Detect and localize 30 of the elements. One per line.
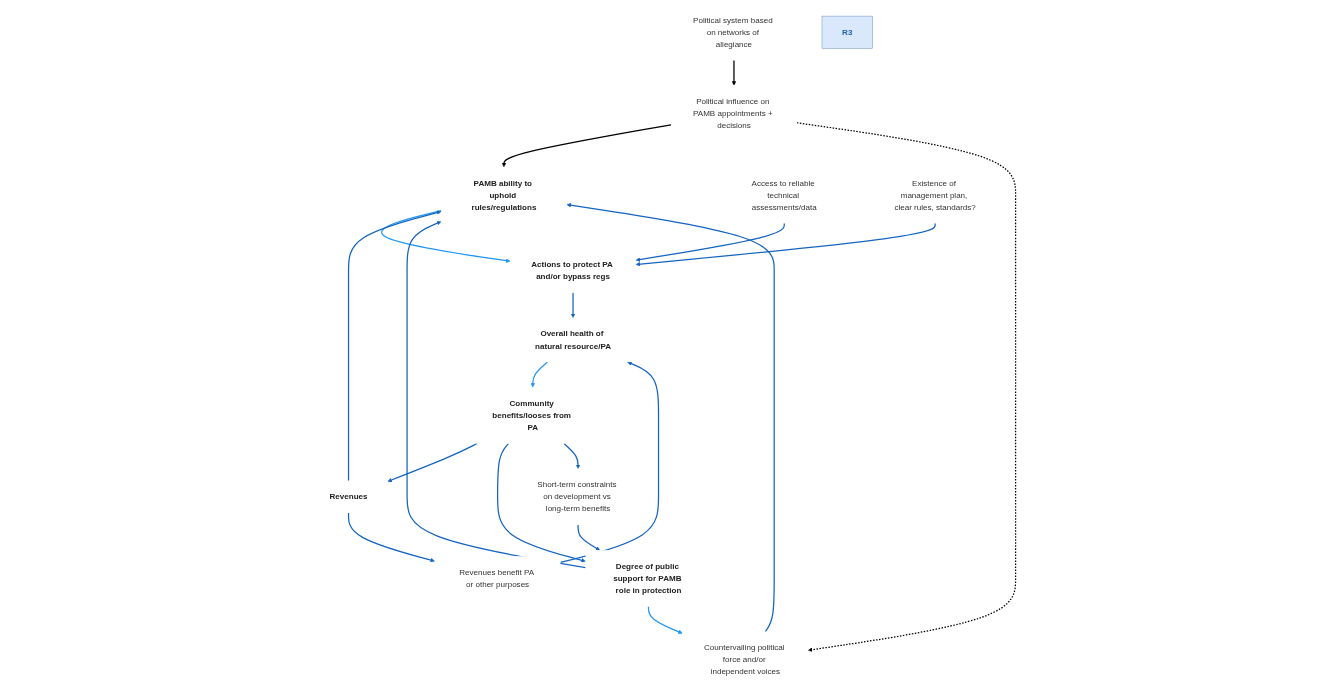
arrow	[731, 59, 737, 86]
node-text: Actions to protect PA and/or bypass regs	[531, 260, 613, 281]
arrow	[635, 222, 936, 267]
node-text: Revenues	[329, 492, 368, 501]
arrow	[570, 292, 576, 319]
node-text: Political system based on networks of allegiance	[693, 15, 773, 49]
node-text: Short-term constraints on development vs long-term benefits	[537, 480, 617, 513]
arrow	[501, 124, 672, 168]
arrow	[347, 210, 442, 482]
node-text: Existence of management plan, clear rules, standards?	[894, 178, 976, 212]
arrow	[406, 221, 587, 569]
node-text: Political influence on PAMB appointments + decisions	[693, 97, 773, 130]
arrow	[381, 209, 511, 263]
arrow	[577, 524, 600, 551]
arrow	[635, 222, 785, 262]
node-text: Countervailing political force and/or independent voices	[703, 643, 785, 676]
arrow	[347, 512, 435, 563]
arrow	[496, 442, 586, 563]
arrow	[796, 122, 1017, 652]
node-text: Community benefits/looses from PA	[492, 398, 572, 432]
node-text: Access to reliable technical assessments/data	[751, 178, 817, 212]
arrow	[387, 442, 478, 483]
arrow	[647, 605, 683, 634]
node-text: Overall health of natural resource/PA	[535, 329, 611, 351]
node-text: PAMB ability to uphold rules/regulations	[471, 178, 537, 212]
arrow	[559, 361, 660, 564]
arrow	[566, 203, 775, 633]
node-box	[821, 15, 873, 49]
arrow	[563, 442, 581, 469]
arrow	[530, 361, 548, 388]
